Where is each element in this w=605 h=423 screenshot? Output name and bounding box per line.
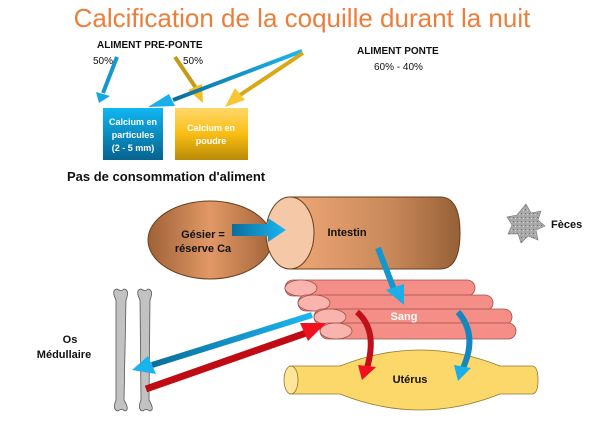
gizzard-label-1: Gésier =: [181, 229, 225, 241]
box-line: Calcium en: [109, 117, 157, 127]
arrow-head: [148, 94, 175, 107]
pre-ponte-left-percent: 50%: [93, 56, 113, 67]
arrow-intestine-blood: [375, 246, 404, 305]
arrow-ponte-particles: [172, 49, 303, 102]
calcium-powder-box: Calcium en poudre: [175, 108, 248, 160]
uterus: [283, 349, 539, 411]
arrow-blood-uterus-red: [354, 309, 374, 369]
box-line: particules: [112, 130, 155, 140]
blood-label: Sang: [391, 311, 418, 323]
box-line: (2 - 5 mm): [112, 143, 155, 153]
box-line: poudre: [196, 136, 227, 146]
uterus-label: Utérus: [393, 374, 428, 386]
medullary-bones: [113, 288, 153, 412]
feed-arrows: [96, 49, 305, 107]
arrow-prepone-powder: [173, 55, 198, 90]
pre-ponte-right-percent: 50%: [183, 56, 203, 67]
arrow-head: [96, 92, 110, 103]
pre-ponte-label: ALIMENT PRE-PONTE: [97, 40, 203, 51]
arrow-prepone-particles: [101, 56, 119, 94]
bone-label-1: Os: [63, 334, 78, 346]
calcium-particles-box: Calcium en particules (2 - 5 mm): [103, 108, 163, 160]
gizzard-label-2: réserve Ca: [175, 243, 232, 255]
arrow-blood-bone: [132, 312, 313, 374]
ponte-percent: 60% - 40%: [374, 62, 423, 73]
arrow-head: [454, 365, 471, 381]
arrow-ponte-powder: [238, 51, 305, 97]
feces-label: Fèces: [551, 219, 582, 231]
bone-label-2: Médullaire: [37, 349, 91, 361]
arrow-bone-blood: [144, 323, 326, 393]
arrow-gizzard-intestine: [232, 218, 286, 242]
intestine-label: Intestin: [327, 227, 366, 239]
arrow-head: [225, 88, 245, 107]
arrow-head: [358, 365, 376, 380]
feces-icon: [506, 203, 546, 244]
page-title: Calcification de la coquille durant la n…: [74, 3, 531, 33]
ponte-label: ALIMENT PONTE: [357, 46, 439, 57]
intestine: [265, 196, 461, 270]
box-line: Calcium en: [187, 123, 235, 133]
no-feed-caption: Pas de consommation d'aliment: [67, 169, 266, 184]
arrow-blood-uterus-blue: [455, 310, 473, 370]
